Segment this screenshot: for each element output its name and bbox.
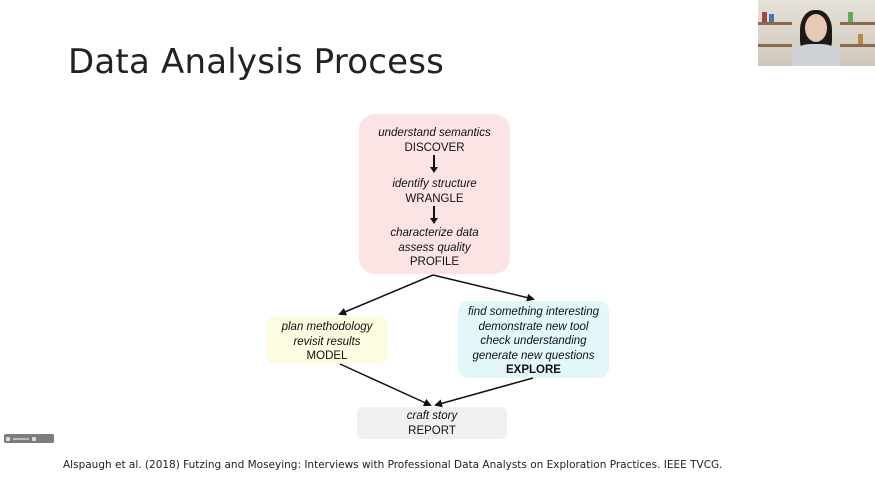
arrow-explore-to-report [434,377,534,408]
webcam-book [762,12,767,22]
slide-title: Data Analysis Process [68,42,445,82]
explore-activity-1: find something interesting [467,306,600,318]
arrow-profile-to-model [338,274,434,316]
webcam-book [848,12,853,22]
webcam-person-face [805,14,827,42]
arrow-profile-to-explore [432,274,535,302]
presenter-webcam[interactable] [758,0,875,66]
wrangle-stage: WRANGLE [405,192,464,205]
report-stage: REPORT [408,424,456,437]
webcam-shelf-right [840,22,875,25]
report-box: craft story REPORT [357,407,507,439]
explore-activity-2: demonstrate new tool [478,320,589,333]
arrow-wrangle-to-profile [433,206,435,219]
arrow-model-to-report [339,363,432,407]
model-stage: MODEL [306,350,348,362]
discover-activity: understand semantics [378,127,491,139]
toolbar-icon[interactable] [32,436,36,441]
toolbar-icon[interactable] [6,436,10,441]
webcam-shelf-right-low [840,44,875,47]
player-mini-toolbar[interactable] [4,434,54,443]
wrangle-activity: identify structure [392,178,477,190]
webcam-person-body [792,44,840,66]
explore-activity-4: generate new questions [472,349,595,362]
explore-activity-3: check understanding [480,335,587,347]
discover-stage: DISCOVER [404,141,465,154]
model-box: plan methodology revisit results MODEL [266,316,388,364]
profile-activity-1: characterize data [390,227,479,239]
model-activity-1: plan methodology [281,321,373,333]
report-activity: craft story [406,410,458,422]
explore-stage: EXPLORE [506,364,561,376]
arrow-discover-to-wrangle [433,155,435,168]
arrow-discover-to-wrangle-head [430,167,438,173]
profile-activity-2: assess quality [398,241,471,254]
explore-box: find something interesting demonstrate n… [458,301,609,378]
citation: Alspaugh et al. (2018) Futzing and Mosey… [63,459,723,471]
webcam-shelf-left [758,22,792,25]
profile-stage: PROFILE [409,256,460,268]
model-activity-2: revisit results [293,335,361,348]
discover-wrangle-profile-box: understand semantics DISCOVER identify s… [359,114,510,274]
toolbar-label-placeholder [13,437,29,440]
webcam-book [769,14,774,22]
webcam-shelf-left-low [758,44,792,47]
webcam-book [858,34,863,44]
arrow-wrangle-to-profile-head [430,218,438,224]
